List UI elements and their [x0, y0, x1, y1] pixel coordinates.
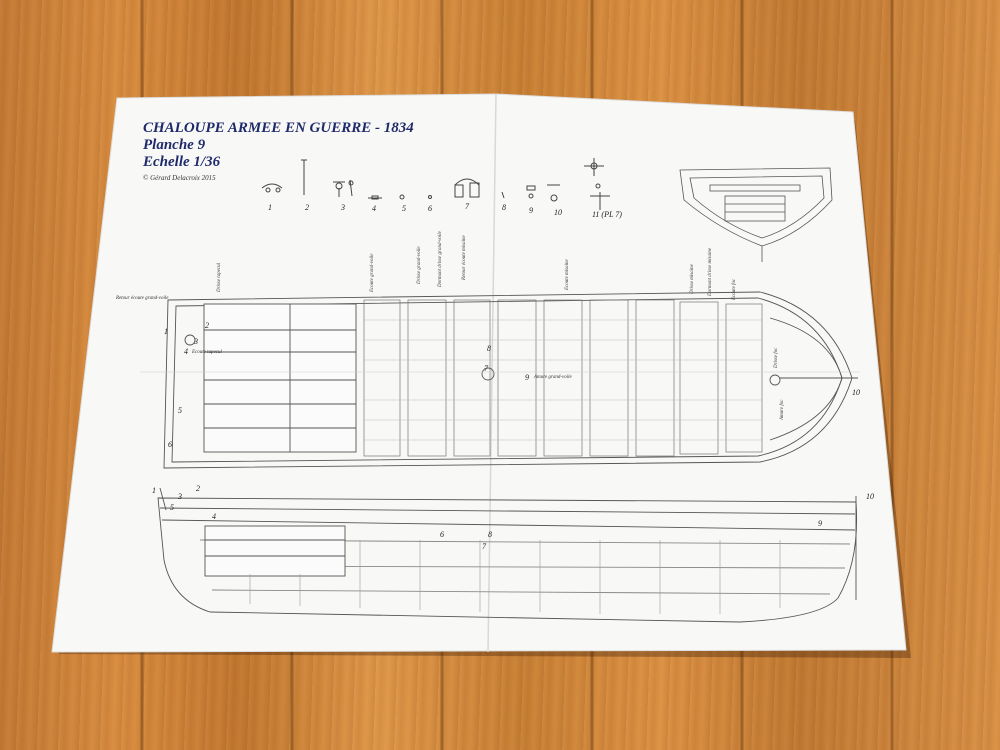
rigging-label: Dormant drisse grand-voile — [438, 231, 443, 287]
part-label: 1 — [268, 203, 272, 212]
rigging-label: Drisse tapecul — [217, 262, 222, 292]
title-block: CHALOUPE ARMEE EN GUERRE - 1834 Planche … — [143, 120, 414, 182]
part-label: 6 — [428, 204, 432, 213]
copyright: © Gérard Delacroix 2015 — [143, 174, 216, 182]
callout-number: 8 — [488, 530, 492, 539]
part-label: 4 — [372, 204, 376, 213]
part-label: 5 — [402, 204, 406, 213]
callout-number: 7 — [484, 364, 488, 373]
callout-number: 5 — [170, 503, 174, 512]
rigging-label: Retour écoute misaine — [462, 235, 467, 280]
plan-scale: Echelle 1/36 — [143, 154, 221, 170]
callout-number: 4 — [184, 347, 188, 356]
profile-view — [157, 487, 858, 623]
part-label: 3 — [341, 203, 345, 212]
callout-number: 6 — [440, 530, 444, 539]
part-label: 8 — [502, 203, 506, 212]
callout-number: 1 — [164, 327, 168, 336]
part-label: 9 — [529, 206, 533, 215]
rigging-label: Drisse grand-voile — [417, 246, 422, 284]
rigging-label: Retour écoute grand-voile — [116, 296, 169, 301]
callout-number: 5 — [178, 406, 182, 415]
rigging-label: Ecoute foc — [732, 278, 737, 300]
callout-number: 2 — [196, 484, 200, 493]
callout-number: 6 — [168, 440, 172, 449]
rigging-label: Ecoute tapecul — [192, 350, 222, 355]
callout-number: 2 — [205, 321, 209, 330]
callout-number: 7 — [482, 542, 486, 551]
rigging-label: Amure foc — [780, 399, 785, 420]
callout-number: 1 — [152, 486, 156, 495]
callout-number: 9 — [525, 373, 529, 382]
rigging-label: Drisse misaine — [690, 264, 695, 294]
part-label: 7 — [465, 202, 469, 211]
callout-number: 8 — [487, 344, 491, 353]
plan-title: CHALOUPE ARMEE EN GUERRE - 1834 — [143, 120, 414, 136]
callout-number: 9 — [818, 519, 822, 528]
rigging-label: Amure grand-voile — [534, 375, 572, 380]
plan-view — [140, 291, 860, 469]
rigging-label: Drisse foc — [774, 347, 779, 368]
rigging-label: Dormant drisse misaine — [708, 247, 713, 296]
part-label: 10 — [554, 208, 562, 217]
part-label: 2 — [305, 203, 309, 212]
plate-number: Planche 9 — [143, 137, 206, 153]
callout-number: 10 — [852, 388, 860, 397]
section-view — [679, 167, 833, 262]
callout-number: 10 — [866, 492, 874, 501]
callout-number: 3 — [178, 492, 182, 501]
rigging-label: Ecoute misaine — [565, 259, 570, 290]
rigging-label: Ecoute grand-voile — [370, 253, 375, 292]
part-label: 11 (PL 7) — [592, 210, 622, 219]
callout-number: 3 — [194, 337, 198, 346]
callout-number: 4 — [212, 512, 216, 521]
